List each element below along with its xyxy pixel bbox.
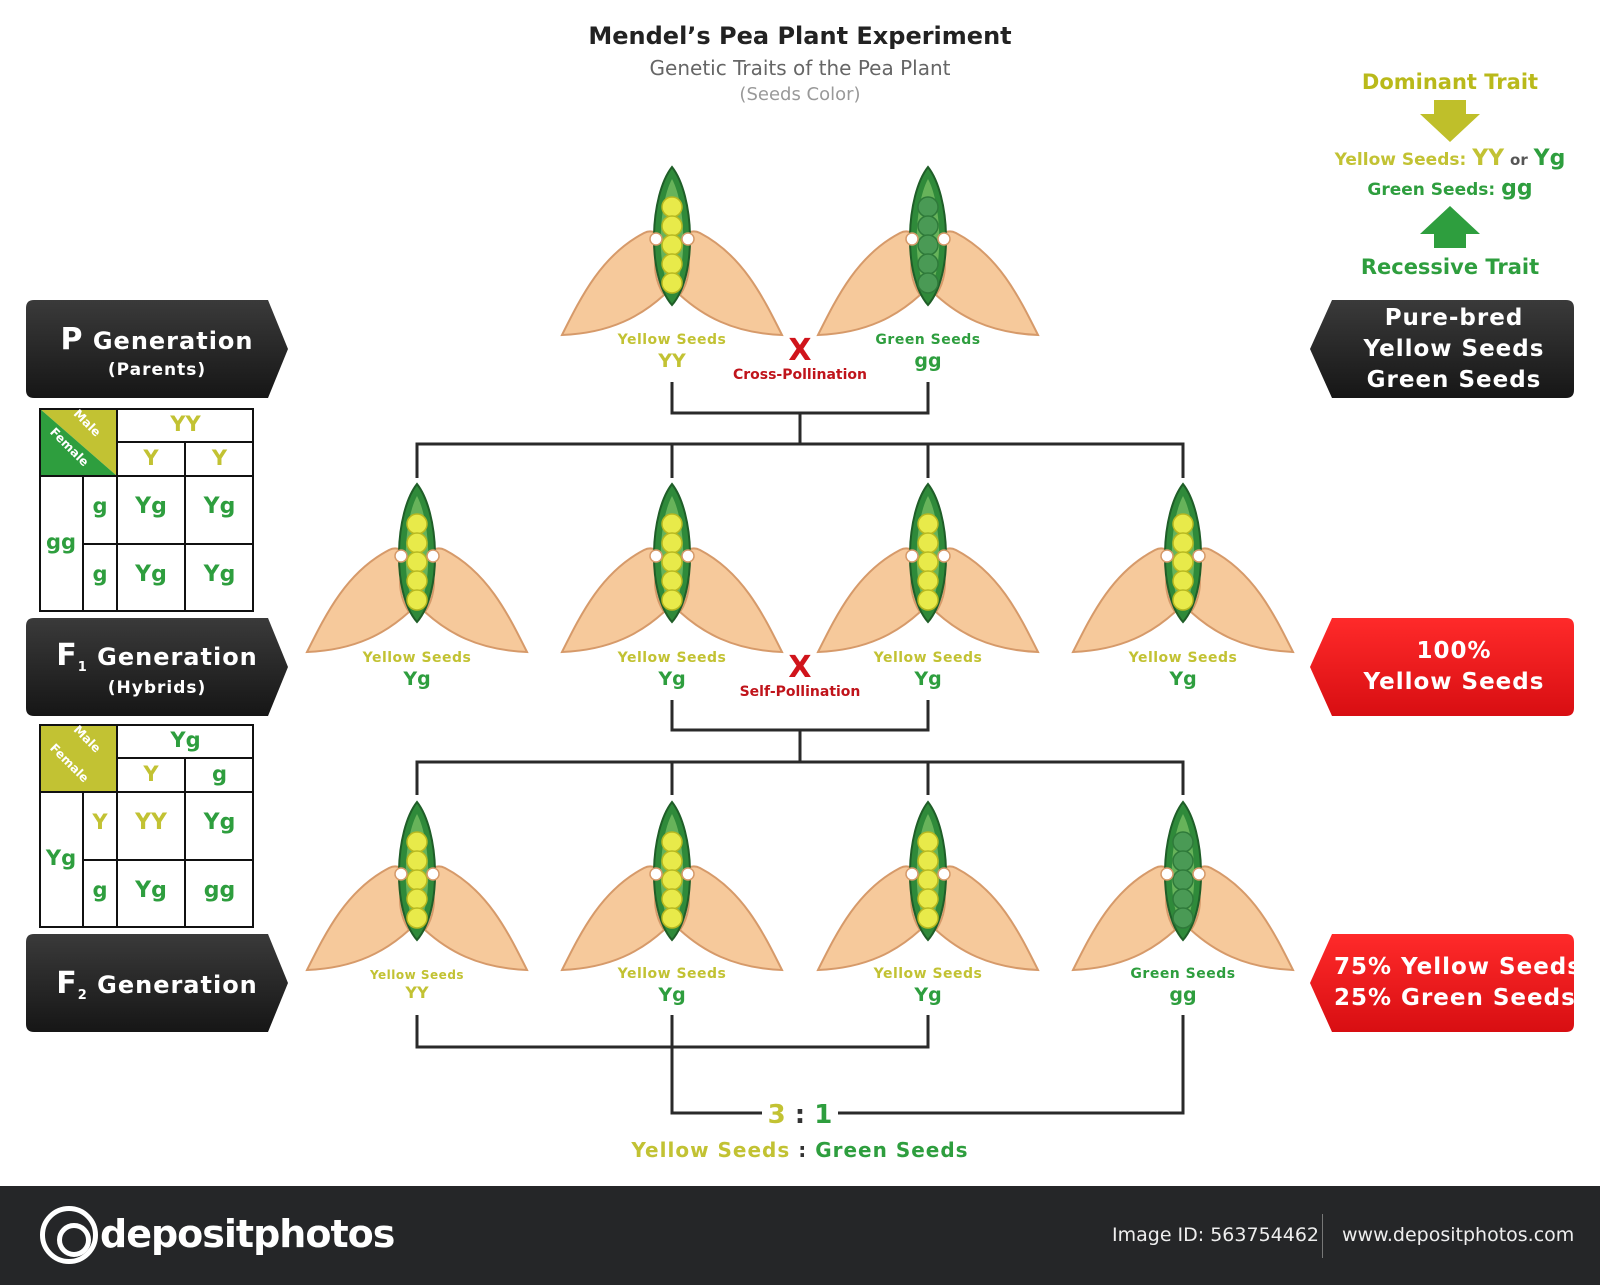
- page-subsubtitle: (Seeds Color): [739, 84, 861, 105]
- f1-plant-1-genotype: Yg: [403, 668, 431, 690]
- f2-result-tag: 75% Yellow Seeds 25% Green Seeds: [1310, 934, 1581, 1032]
- f1-plant-3-label: Yellow Seeds: [873, 650, 983, 666]
- pea-pod-hands-icon: [816, 165, 1040, 337]
- f2-plant-1-label: Yellow Seeds: [369, 968, 465, 982]
- footer-brand[interactable]: depositphotos: [100, 1212, 395, 1256]
- pea-pod-hands-icon: [560, 165, 784, 337]
- ratio-labels: Yellow Seeds : Green Seeds: [631, 1138, 969, 1162]
- legend-dominant: Dominant Trait: [1361, 70, 1539, 94]
- f2-generation-tag: F2 Generation: [26, 934, 288, 1032]
- self-pollination-label: Self-Pollination: [739, 684, 861, 700]
- pedigree-connectors: [415, 382, 1185, 1115]
- f2-plant-4-label: Green Seeds: [1130, 966, 1236, 982]
- footer-site-link[interactable]: www.depositphotos.com: [1342, 1224, 1575, 1246]
- f1-plant-3-genotype: Yg: [914, 668, 942, 690]
- pea-pod-hands-icon: [816, 482, 1040, 654]
- p-plant-1-genotype: YY: [658, 350, 686, 372]
- pea-pod-hands-icon: [816, 800, 1040, 972]
- p-plant-1-label: Yellow Seeds: [617, 332, 727, 348]
- pea-pod-hands-icon: [1071, 800, 1295, 972]
- f1-plant-1-label: Yellow Seeds: [362, 650, 472, 666]
- f1-generation-tag: F1 Generation (Hybrids): [26, 618, 288, 716]
- punnett-square-f1: Male Female Yg Y g Yg Y g YY Yg Yg gg: [39, 723, 254, 928]
- p-result-tag: Pure-bred Yellow Seeds Green Seeds: [1310, 300, 1574, 398]
- plants-layer: [305, 165, 1295, 972]
- punnett-square-p: Male Female YY Y Y gg g g Yg Yg Yg Yg: [39, 407, 254, 612]
- camera-logo-icon: [40, 1206, 98, 1264]
- f1-result-tag: 100% Yellow Seeds: [1310, 618, 1574, 716]
- footer-bar: depositphotos Image ID: 563754462 www.de…: [0, 1186, 1600, 1285]
- p-plant-2-genotype: gg: [914, 350, 942, 372]
- pea-pod-hands-icon: [560, 800, 784, 972]
- footer-divider: [1322, 1214, 1323, 1258]
- arrow-up-icon: [1420, 206, 1480, 248]
- page-title: Mendel’s Pea Plant Experiment: [588, 22, 1012, 50]
- self-x-icon: X: [788, 650, 812, 685]
- legend-yellow: Yellow Seeds: YY or Yg: [1334, 146, 1566, 171]
- f2-plant-4-genotype: gg: [1169, 984, 1197, 1006]
- f2-plant-3-label: Yellow Seeds: [873, 966, 983, 982]
- f2-plant-3-genotype: Yg: [914, 984, 942, 1006]
- f2-plant-2-label: Yellow Seeds: [617, 966, 727, 982]
- p-generation-tag: P Generation (Parents): [26, 300, 288, 398]
- legend-green: Green Seeds: gg: [1367, 176, 1533, 201]
- f1-plant-4-label: Yellow Seeds: [1128, 650, 1238, 666]
- f2-plant-1-genotype: YY: [405, 983, 429, 1002]
- arrow-down-icon: [1420, 100, 1480, 142]
- pea-pod-hands-icon: [305, 482, 529, 654]
- footer-image-id: Image ID: 563754462: [1112, 1224, 1320, 1246]
- pea-pod-hands-icon: [305, 800, 529, 972]
- f1-plant-4-genotype: Yg: [1169, 668, 1197, 690]
- legend-recessive: Recessive Trait: [1360, 255, 1540, 279]
- f1-plant-2-label: Yellow Seeds: [617, 650, 727, 666]
- pea-pod-hands-icon: [560, 482, 784, 654]
- p-plant-2-label: Green Seeds: [875, 332, 981, 348]
- ratio-value: 3 : 1: [767, 1100, 833, 1130]
- pea-pod-hands-icon: [1071, 482, 1295, 654]
- f2-plant-2-genotype: Yg: [658, 984, 686, 1006]
- page-subtitle: Genetic Traits of the Pea Plant: [649, 56, 951, 80]
- f1-plant-2-genotype: Yg: [658, 668, 686, 690]
- cross-x-icon: X: [788, 333, 812, 368]
- cross-pollination-label: Cross-Pollination: [732, 367, 868, 383]
